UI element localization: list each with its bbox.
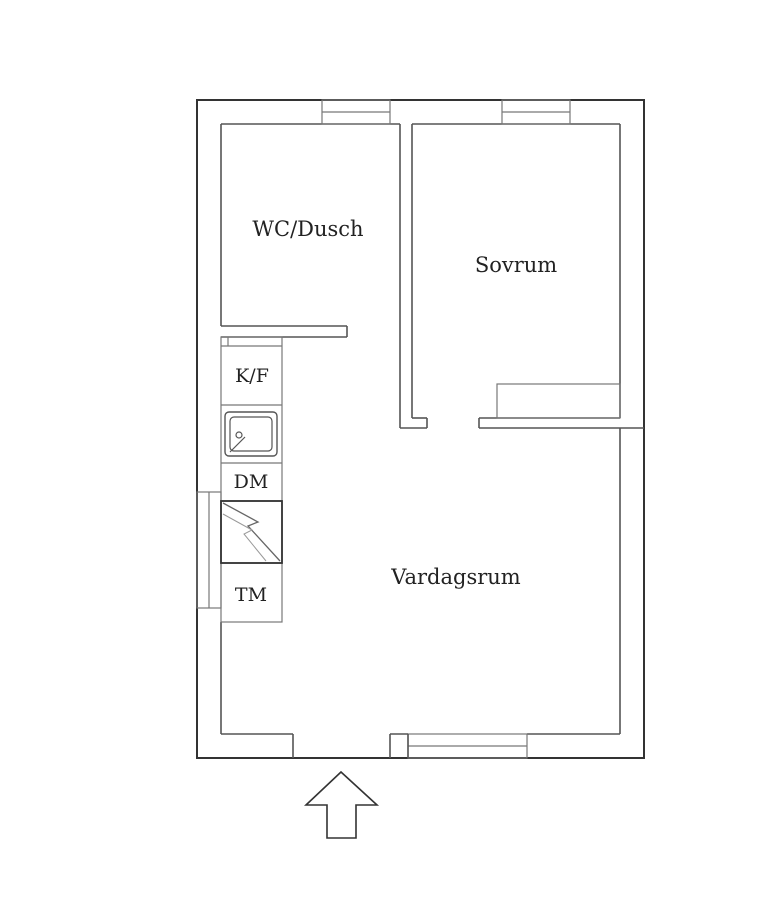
room-label-bedroom: Sovrum — [475, 253, 557, 277]
interior-wall-center — [399, 124, 428, 429]
inner-perimeter — [220, 123, 621, 735]
appliance-label-dishwasher: DM — [234, 471, 269, 493]
sink-icon — [224, 411, 278, 457]
room-label-living: Vardagsrum — [390, 565, 521, 589]
window-left — [196, 491, 222, 609]
interior-wall-wc — [221, 325, 348, 338]
appliance-label-washer: TM — [235, 584, 267, 606]
wardrobe — [496, 383, 621, 419]
stove-icon — [220, 500, 283, 564]
interior-wall-bedroom — [478, 417, 644, 429]
room-label-wc: WC/Dusch — [252, 217, 363, 241]
entrance-arrow-icon — [303, 770, 380, 839]
door-frame-bottom — [292, 733, 409, 758]
window-top-right — [501, 99, 571, 125]
window-top-left — [321, 99, 391, 125]
outer-wall — [196, 99, 645, 759]
appliance-label-fridge: K/F — [235, 365, 269, 387]
window-bottom — [407, 733, 528, 759]
